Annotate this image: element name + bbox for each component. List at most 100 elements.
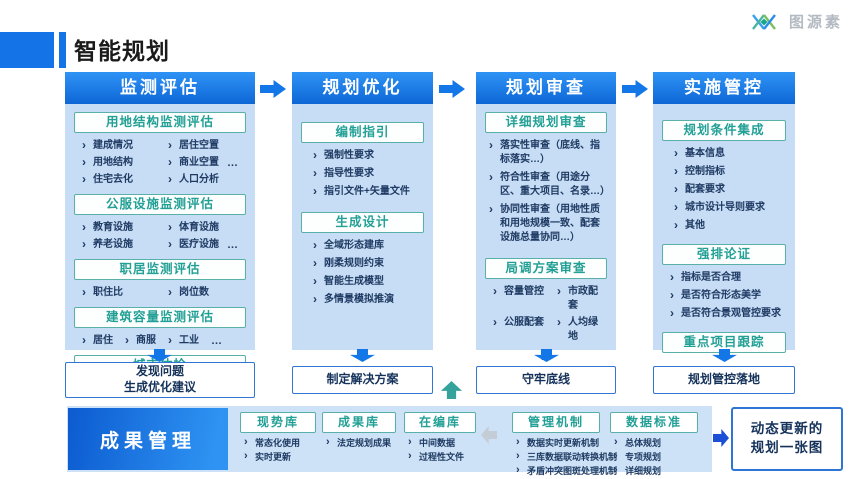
list-item: 住宅去化 (82, 172, 168, 187)
list-item: 体育设施 (168, 220, 246, 235)
flow-arrow-right-icon (622, 80, 648, 98)
list-item: 智能生成模型 (313, 274, 424, 289)
column-header: 规划审查 (476, 72, 616, 104)
list-item: 常态化使用 (244, 436, 316, 450)
results-management-label: 成果管理 (68, 408, 228, 470)
sub-box-title: 详细规划审查 (485, 112, 607, 133)
item-grid: 教育设施 体育设施 养老设施 医疗设施 … (74, 219, 246, 255)
list-item: 全域形态建库 (313, 238, 424, 253)
ellipsis: … (227, 157, 238, 169)
list-item: 居住 (82, 333, 113, 348)
list-item: 三库数据联动转换机制 (516, 450, 617, 464)
list-item: 养老设施 (82, 237, 168, 252)
list-item: 医疗设施 (168, 237, 219, 252)
list-item: 用地结构 (82, 155, 168, 170)
item-grid: 容量管控 市政配套 公服配套 人均绿地 (485, 283, 607, 347)
column-monitoring-evaluation: 监测评估 用地结构监测评估 建成情况 居住空置 用地结构 商业空置 … 住宅去化… (65, 72, 255, 376)
results-management-panel: 成果管理 现势库 常态化使用 实时更新 成果库 法定规划成果 在编库 中间数据 … (67, 406, 712, 477)
page-title: 智能规划 (74, 38, 170, 64)
list-item: 过程性文件 (408, 450, 476, 464)
item-list: 指标是否合理 是否符合形态美学 是否符合景观管控要求 (662, 269, 786, 324)
group-title: 管理机制 (512, 412, 600, 433)
list-item: 指导性要求 (313, 166, 424, 181)
list-item: 配套要求 (674, 182, 786, 197)
sub-box-title: 局调方案审查 (485, 258, 607, 279)
list-item: 人口分析 (168, 172, 246, 187)
list-item: 基本信息 (674, 146, 786, 161)
list-item: 岗位数 (168, 285, 246, 300)
list-item: 详细规划 (614, 464, 698, 478)
column-header: 监测评估 (65, 72, 255, 104)
list-item: 法定规划成果 (326, 436, 396, 450)
item-list: 强制性要求 指导性要求 指引文件+矢量文件 (301, 147, 424, 202)
group-in-progress-db: 在编库 中间数据 过程性文件 (404, 412, 476, 464)
up-arrow-icon (441, 381, 462, 399)
column-implementation-control: 实施管控 规划条件集成 基本信息 控制指标 配套要求 城市设计导则要求 其他 强… (653, 72, 795, 353)
list-item-group: 商业空置 … (168, 155, 246, 170)
logo: 图源素 (750, 11, 843, 32)
list-item: 控制指标 (674, 164, 786, 179)
sub-box-title: 规划条件集成 (662, 120, 786, 141)
group-current-db: 现势库 常态化使用 实时更新 (240, 412, 316, 464)
list-item: 数据实时更新机制 (516, 436, 600, 450)
title-accent-bar (59, 32, 66, 68)
list-item: 公服配套 (493, 315, 557, 344)
item-list: 落实性审查（底线、指标落实…） 符合性审查（用途分区、重大项目、名录…） 协同性… (485, 137, 610, 248)
flow-arrow-right-icon (260, 80, 286, 98)
column-header: 规划优化 (292, 72, 433, 104)
list-item: 强制性要求 (313, 148, 424, 163)
group-data-standards: 数据标准 总体规划 专项规划 详细规划 (610, 412, 698, 478)
list-item: 中间数据 (408, 436, 476, 450)
list-item: 协同性审查（用地性质和用地规模一致、配套设施总量协同…） (489, 202, 607, 245)
list-item: 符合性审查（用途分区、重大项目、名录…） (489, 170, 610, 199)
list-item: 实时更新 (244, 450, 316, 464)
list-item-group: 医疗设施 … (168, 237, 246, 252)
item-list: 基本信息 控制指标 配套要求 城市设计导则要求 其他 (662, 145, 786, 236)
title-accent-rect (0, 32, 54, 68)
group-title: 数据标准 (610, 412, 698, 433)
item-grid: 建成情况 居住空置 用地结构 商业空置 … 住宅去化 人口分析 (74, 137, 246, 190)
ellipsis: … (227, 239, 238, 251)
group-title: 在编库 (404, 412, 476, 433)
result-box-solutions: 制定解决方案 (292, 366, 433, 394)
list-item: 其他 (674, 218, 786, 233)
group-title: 成果库 (322, 412, 396, 433)
result-box-bottom-line: 守牢底线 (476, 366, 616, 394)
column-planning-optimization: 规划优化 编制指引 强制性要求 指导性要求 指引文件+矢量文件 生成设计 全域形… (292, 72, 433, 350)
output-arrow-icon (713, 429, 729, 447)
output-one-map-box: 动态更新的 规划一张图 (731, 407, 843, 471)
list-item: 居住空置 (168, 138, 246, 153)
list-item: 人均绿地 (557, 315, 607, 344)
list-item: 刚柔规则约束 (313, 256, 424, 271)
result-box-find-problems: 发现问题 生成优化建议 (65, 362, 255, 398)
list-item: 城市设计导则要求 (674, 200, 786, 215)
down-arrow-icon (350, 349, 375, 362)
item-row: 居住 商服 工业 … (74, 332, 246, 351)
group-title: 现势库 (240, 412, 316, 433)
column-planning-review: 规划审查 详细规划审查 落实性审查（底线、指标落实…） 符合性审查（用途分区、重… (476, 72, 616, 363)
list-item: 指引文件+矢量文件 (313, 184, 424, 199)
ellipsis: … (211, 335, 222, 347)
item-grid: 职住比 岗位数 (74, 284, 246, 303)
list-item: 工业 (168, 333, 199, 348)
group-management-mechanism: 管理机制 数据实时更新机制 三库数据联动转换机制 矛盾冲突图斑处理机制 (512, 412, 617, 478)
sub-box-title: 重点项目跟踪 (662, 332, 786, 353)
sub-box-title: 强排论证 (662, 244, 786, 265)
list-item: 教育设施 (82, 220, 168, 235)
list-item: 市政配套 (557, 284, 607, 313)
list-item: 总体规划 (614, 436, 698, 450)
sub-box-title: 编制指引 (301, 122, 424, 143)
list-item: 矛盾冲突图斑处理机制 (516, 464, 617, 478)
sub-box-title: 生成设计 (301, 212, 424, 233)
sub-box-title: 建筑容量监测评估 (74, 307, 246, 328)
logo-text: 图源素 (788, 14, 843, 31)
list-item: 商服 (125, 333, 156, 348)
list-item: 专项规划 (614, 450, 698, 464)
group-results-db: 成果库 法定规划成果 (322, 412, 396, 450)
list-item: 容量管控 (493, 284, 557, 313)
sub-box-title: 职居监测评估 (74, 259, 246, 280)
sub-box-title: 用地结构监测评估 (74, 112, 246, 133)
logo-icon (752, 13, 776, 30)
column-header: 实施管控 (653, 72, 795, 104)
